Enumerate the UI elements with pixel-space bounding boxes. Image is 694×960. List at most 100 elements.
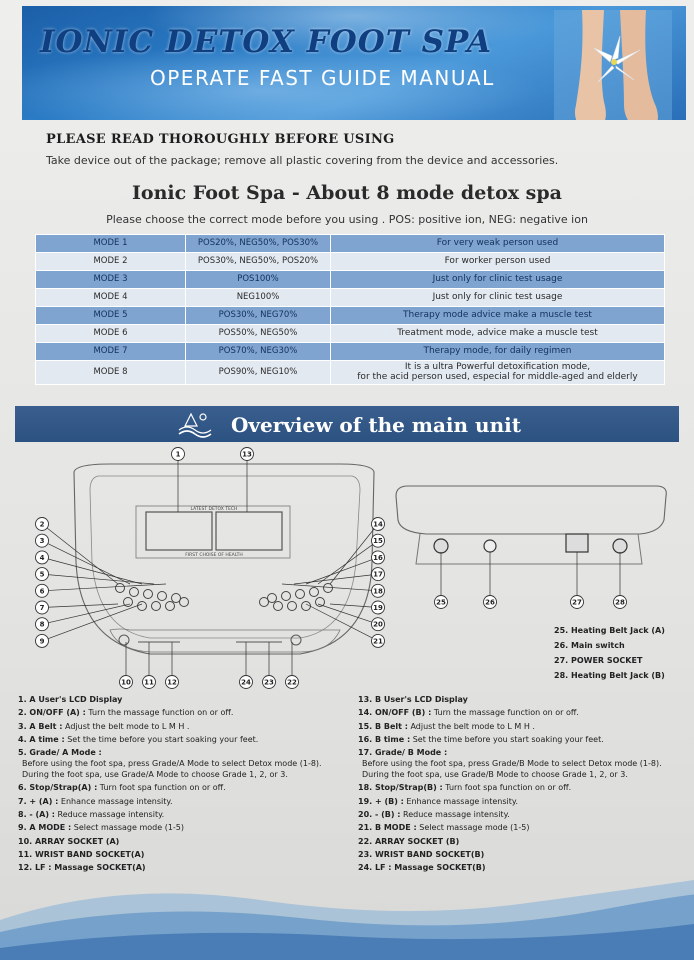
mode-name: MODE 6 bbox=[35, 324, 186, 343]
callout-marker bbox=[371, 583, 385, 598]
callout-leader bbox=[41, 603, 143, 642]
read-thoroughly-heading: PLEASE READ THOROUGHLY BEFORE USING bbox=[46, 132, 395, 147]
callout-leader bbox=[317, 603, 379, 625]
callout-marker bbox=[434, 595, 448, 609]
mode-description: Treatment mode, advice make a muscle tes… bbox=[330, 324, 665, 343]
control-button-a bbox=[171, 593, 181, 603]
callout-number: 15 bbox=[373, 537, 383, 545]
callout-number: 17 bbox=[373, 571, 383, 579]
callout-marker bbox=[371, 617, 385, 632]
header-banner: IONIC DETOX FOOT SPA OPERATE FAST GUIDE … bbox=[22, 6, 686, 120]
callout-number: 1 bbox=[176, 451, 181, 459]
callout-marker bbox=[35, 533, 49, 548]
mode-ion-ratio: POS30%, NEG70% bbox=[185, 306, 331, 325]
part-description: 16. B time : Set the time before you sta… bbox=[358, 734, 604, 744]
callout-leader bbox=[293, 573, 379, 585]
overview-banner: Overview of the main unit bbox=[15, 406, 679, 442]
part-description: 6. Stop/Strap(A) : Turn foot spa functio… bbox=[18, 783, 226, 793]
part-description: 7. + (A) : Enhance massage intensity. bbox=[18, 796, 173, 806]
callout-marker bbox=[35, 567, 49, 582]
part-description: 19. + (B) : Enhance massage intensity. bbox=[358, 796, 518, 806]
part-description: 22. ARRAY SOCKET (B) bbox=[358, 836, 460, 846]
mode-description: For very weak person used bbox=[330, 234, 665, 253]
callout-number: 3 bbox=[40, 537, 45, 545]
mode-description: Just only for clinic test usage bbox=[330, 270, 665, 289]
callout-number: 19 bbox=[373, 604, 383, 612]
callout-number: 2 bbox=[40, 521, 45, 529]
callout-number: 21 bbox=[373, 637, 383, 645]
control-button-a bbox=[165, 601, 175, 611]
part-description: 18. Stop/Strap(B) : Turn foot spa functi… bbox=[358, 783, 572, 793]
callout-number: 23 bbox=[264, 679, 274, 687]
callout-marker bbox=[371, 567, 385, 582]
callout-marker bbox=[371, 633, 385, 648]
callout-marker bbox=[35, 550, 49, 565]
mode-ion-ratio: POS70%, NEG30% bbox=[185, 342, 331, 361]
part-description: 21. B MODE : Select massage mode (1-5) bbox=[358, 823, 530, 833]
spa-modes-heading: Ionic Foot Spa - About 8 mode detox spa bbox=[132, 182, 562, 204]
heating-jack-b-port bbox=[612, 538, 628, 554]
mode-ion-ratio: POS100% bbox=[185, 270, 331, 289]
callout-marker bbox=[35, 633, 49, 648]
mode-name: MODE 1 bbox=[35, 234, 186, 253]
callout-number: 5 bbox=[40, 571, 45, 579]
unit-inner-outline bbox=[89, 475, 361, 639]
part-description: 9. A MODE : Select massage mode (1-5) bbox=[18, 823, 184, 833]
control-button-a bbox=[157, 591, 167, 601]
callout-leader bbox=[329, 603, 379, 608]
controls-a bbox=[115, 583, 189, 611]
mode-ion-ratio: NEG100% bbox=[185, 288, 331, 307]
control-button-a bbox=[129, 587, 139, 597]
callout-marker bbox=[262, 675, 276, 689]
mode-name: MODE 7 bbox=[35, 342, 186, 361]
mode-ion-ratio: POS90%, NEG10% bbox=[185, 360, 331, 385]
callout-number: 12 bbox=[167, 679, 177, 687]
callout-number: 25 bbox=[436, 599, 446, 607]
display-frame bbox=[135, 505, 291, 559]
part-description: 3. A Belt : Adjust the belt mode to L M … bbox=[18, 721, 190, 731]
callout-number: 16 bbox=[373, 554, 383, 562]
callout-number: 8 bbox=[40, 621, 45, 629]
part-description: 10. ARRAY SOCKET (A) bbox=[18, 836, 120, 846]
callout-number: 14 bbox=[373, 521, 383, 529]
control-button-b bbox=[281, 591, 291, 601]
callout-number: 18 bbox=[373, 587, 383, 595]
lcd-display-a bbox=[145, 511, 213, 551]
banner-title: IONIC DETOX FOOT SPA bbox=[40, 24, 493, 60]
callout-number: 9 bbox=[40, 637, 45, 645]
overview-title: Overview of the main unit bbox=[231, 413, 521, 437]
lcd-display-b bbox=[215, 511, 283, 551]
callout-number: 7 bbox=[40, 604, 45, 612]
callout-marker bbox=[142, 675, 156, 689]
control-button-a bbox=[143, 589, 153, 599]
part-description: 1. A User's LCD Display bbox=[18, 695, 123, 704]
display-bottom-label: FIRST CHOISE OF HEALTH bbox=[185, 552, 243, 558]
callout-leader bbox=[281, 583, 379, 592]
callout-marker bbox=[371, 600, 385, 615]
callout-leader bbox=[329, 523, 379, 585]
mode-name: MODE 2 bbox=[35, 252, 186, 271]
callout-leader bbox=[41, 603, 131, 625]
spa-wave-icon bbox=[178, 412, 212, 438]
callout-leader bbox=[305, 603, 379, 642]
callout-number: 6 bbox=[40, 587, 45, 595]
part-description: 5. Grade/ A Mode :Before using the foot … bbox=[18, 748, 322, 780]
callout-marker bbox=[285, 675, 299, 689]
choose-mode-instruction: Please choose the correct mode before yo… bbox=[106, 213, 588, 226]
part-description: 2. ON/OFF (A) : Turn the massage functio… bbox=[18, 708, 234, 718]
callout-number: 26 bbox=[485, 599, 495, 607]
part-description: 15. B Belt : Adjust the belt mode to L M… bbox=[358, 721, 535, 731]
mode-description: Just only for clinic test usage bbox=[330, 288, 665, 307]
part-description: 13. B User's LCD Display bbox=[358, 695, 468, 704]
callout-marker bbox=[239, 675, 253, 689]
callout-marker bbox=[570, 595, 584, 609]
callout-marker bbox=[371, 533, 385, 548]
callout-leader bbox=[41, 603, 119, 608]
